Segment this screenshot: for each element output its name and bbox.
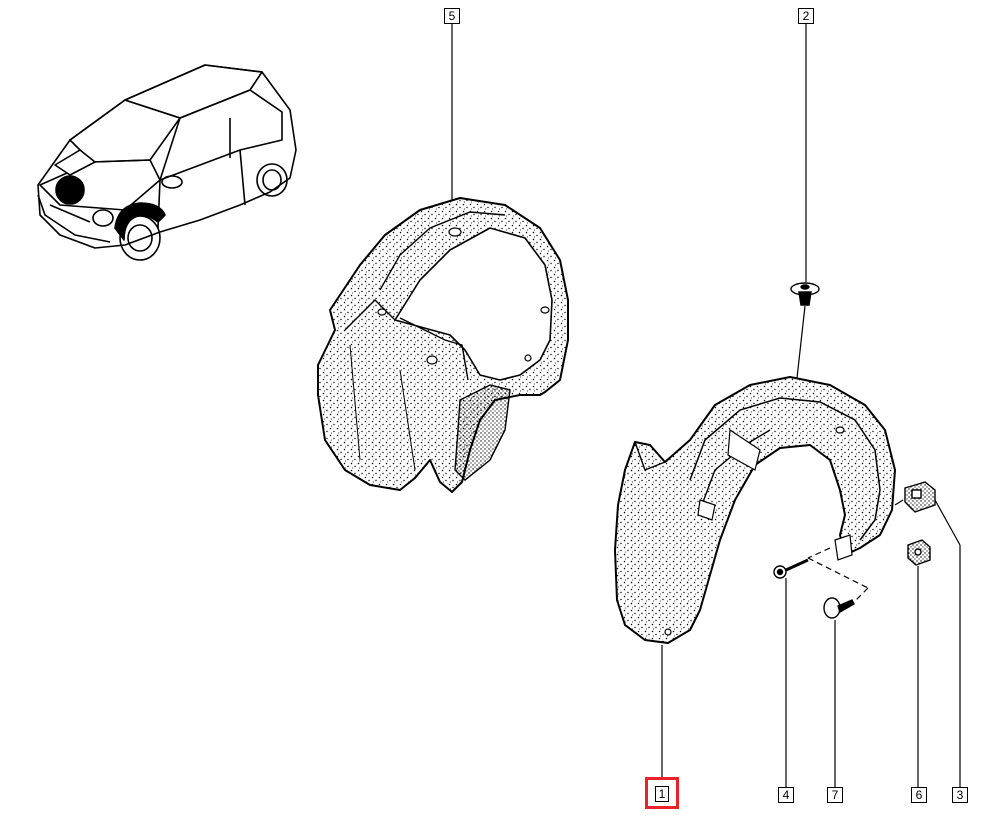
callout-2[interactable]: 2 bbox=[798, 8, 814, 24]
part-1-wheel-arch-liner[interactable] bbox=[614, 376, 896, 644]
part-6-nut[interactable] bbox=[907, 539, 931, 566]
callout-1: 1 bbox=[655, 786, 669, 802]
callout-1-selected[interactable]: 1 bbox=[645, 777, 679, 809]
part-5-wheel-arch-liner[interactable] bbox=[317, 197, 569, 493]
callout-7[interactable]: 7 bbox=[827, 787, 843, 803]
callout-4[interactable]: 4 bbox=[778, 787, 794, 803]
car-illustration bbox=[37, 64, 297, 261]
part-2-clip[interactable] bbox=[790, 282, 820, 306]
part-7-rivet[interactable] bbox=[823, 597, 855, 619]
callout-6[interactable]: 6 bbox=[911, 787, 927, 803]
callout-3[interactable]: 3 bbox=[952, 787, 968, 803]
part-3-clip-nut[interactable] bbox=[904, 481, 936, 513]
callout-5[interactable]: 5 bbox=[444, 8, 460, 24]
leader-lines bbox=[451, 24, 961, 787]
part-4-screw[interactable] bbox=[773, 558, 809, 579]
